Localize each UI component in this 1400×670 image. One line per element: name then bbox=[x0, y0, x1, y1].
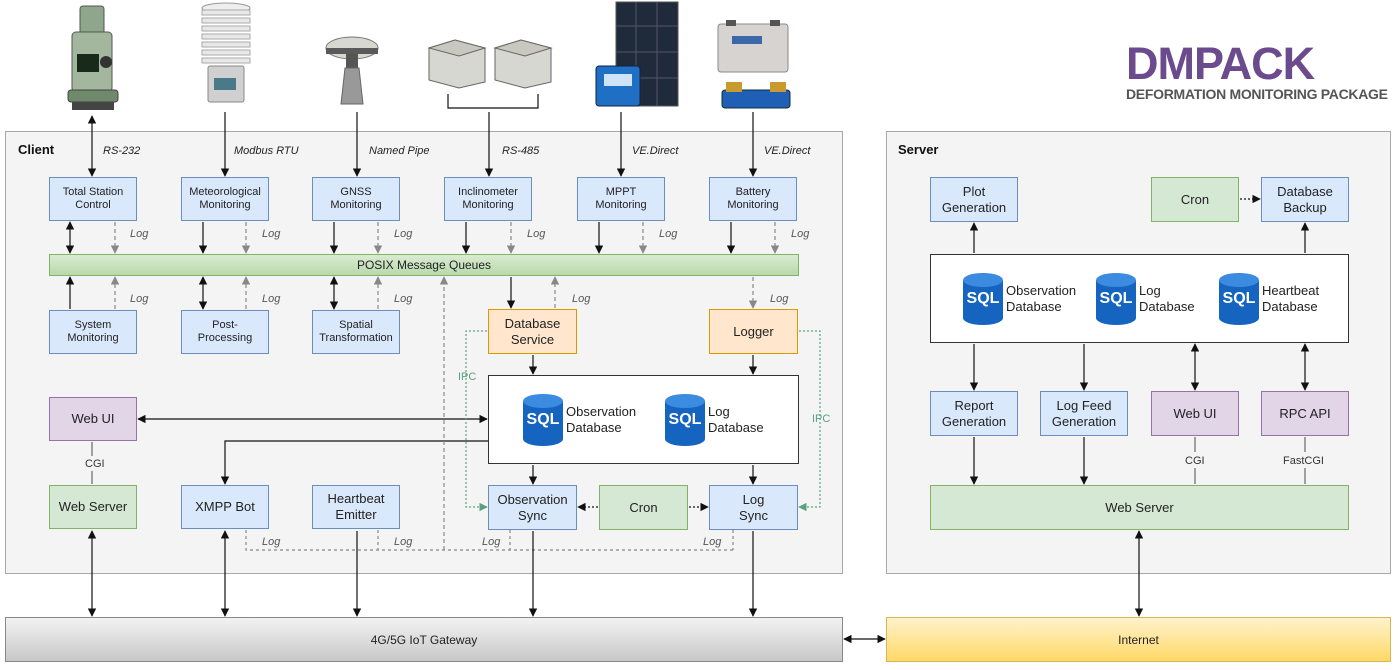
client-web-server-box[interactable]: Web Server bbox=[49, 485, 137, 529]
inclinometer-icon bbox=[427, 39, 553, 89]
sql-observation-database-icon bbox=[963, 273, 1003, 325]
battery-icon bbox=[717, 20, 791, 109]
sql-label: SQL bbox=[966, 290, 1000, 307]
log-label: Log bbox=[791, 228, 810, 240]
gnss-antenna-icon bbox=[325, 36, 379, 105]
sql-label: SQL bbox=[1099, 290, 1133, 307]
xmpp-bot-box[interactable]: XMPP Bot bbox=[181, 485, 269, 529]
client-title: Client bbox=[18, 142, 55, 157]
iot-gateway-bar: 4G/5G IoT Gateway bbox=[5, 617, 843, 662]
logger-box[interactable]: Logger bbox=[709, 309, 798, 354]
rpc-api-box[interactable]: RPC API bbox=[1261, 391, 1349, 436]
meteorological-monitoring-box[interactable]: Meteorological Monitoring bbox=[181, 177, 269, 221]
battery-monitoring-box[interactable]: Battery Monitoring bbox=[709, 177, 797, 221]
log-label: Log bbox=[394, 536, 413, 548]
log-label: Log bbox=[262, 536, 281, 548]
post-processing-box[interactable]: Post- Processing bbox=[181, 310, 269, 354]
client-panel bbox=[5, 131, 843, 574]
database-service-box[interactable]: Database Service bbox=[488, 309, 577, 354]
log-sync-box[interactable]: Log Sync bbox=[709, 485, 798, 530]
log-label: Log bbox=[527, 228, 546, 240]
server-cgi-label: CGI bbox=[1185, 455, 1205, 467]
server-web-server-box[interactable]: Web Server bbox=[930, 485, 1349, 530]
total-station-control-box[interactable]: Total Station Control bbox=[49, 177, 137, 221]
log-label: Log bbox=[572, 293, 591, 305]
log-label: Log bbox=[770, 293, 789, 305]
server-cron-box[interactable]: Cron bbox=[1151, 177, 1239, 222]
connector-line bbox=[220, 440, 488, 485]
gnss-monitoring-box[interactable]: GNSS Monitoring bbox=[312, 177, 400, 221]
spatial-transformation-box[interactable]: Spatial Transformation bbox=[312, 310, 400, 354]
iface-label-rs232: RS-232 bbox=[103, 145, 141, 157]
logo-title: DMPACK bbox=[1126, 38, 1315, 89]
ipc-label-right: IPC bbox=[812, 413, 831, 425]
log-feed-generation-box[interactable]: Log Feed Generation bbox=[1040, 391, 1128, 436]
iface-label-vedirect-mppt: VE.Direct bbox=[632, 145, 679, 157]
log-label: Log bbox=[130, 293, 149, 305]
database-backup-box[interactable]: Database Backup bbox=[1261, 177, 1349, 222]
log-label: Log bbox=[130, 228, 149, 240]
log-label: Log bbox=[262, 293, 281, 305]
sql-log-database-icon bbox=[665, 394, 705, 446]
observation-sync-box[interactable]: Observation Sync bbox=[488, 485, 577, 530]
server-log-db-label: Log Database bbox=[1139, 283, 1195, 314]
server-heartbeat-db-label: Heartbeat Database bbox=[1262, 283, 1320, 314]
log-label: Log bbox=[482, 536, 501, 548]
posix-message-queues-bar: POSIX Message Queues bbox=[49, 254, 799, 276]
connector-line bbox=[447, 94, 539, 109]
log-label: Log bbox=[262, 228, 281, 240]
log-label: Log bbox=[394, 293, 413, 305]
sql-heartbeat-database-icon bbox=[1219, 273, 1259, 325]
system-monitoring-box[interactable]: System Monitoring bbox=[49, 310, 137, 354]
iface-label-vedirect-battery: VE.Direct bbox=[764, 145, 811, 157]
iface-label-named-pipe: Named Pipe bbox=[369, 145, 430, 157]
iface-label-modbus: Modbus RTU bbox=[234, 145, 299, 157]
client-database-box bbox=[488, 375, 799, 464]
client-cron-box[interactable]: Cron bbox=[599, 485, 688, 530]
heartbeat-emitter-box[interactable]: Heartbeat Emitter bbox=[312, 485, 400, 529]
client-log-db-label: Log Database bbox=[708, 404, 764, 435]
report-generation-box[interactable]: Report Generation bbox=[930, 391, 1018, 436]
mppt-solar-icon bbox=[595, 1, 679, 107]
logo-subtitle: DEFORMATION MONITORING PACKAGE bbox=[1126, 86, 1388, 102]
sql-label: SQL bbox=[668, 411, 702, 428]
mppt-monitoring-box[interactable]: MPPT Monitoring bbox=[577, 177, 665, 221]
server-title: Server bbox=[898, 142, 939, 157]
client-cgi-label: CGI bbox=[85, 458, 105, 470]
server-web-ui-box[interactable]: Web UI bbox=[1151, 391, 1239, 436]
client-observation-db-label: Observation Database bbox=[566, 404, 637, 435]
ipc-label-left: IPC bbox=[458, 371, 477, 383]
total-station-icon bbox=[67, 5, 119, 110]
log-label: Log bbox=[659, 228, 678, 240]
connector-line bbox=[798, 330, 821, 512]
sql-observation-database-icon bbox=[523, 394, 563, 446]
server-observation-db-label: Observation Database bbox=[1006, 283, 1077, 314]
dmpack-logo: DMPACK DEFORMATION MONITORING PACKAGE bbox=[1126, 38, 1394, 102]
log-label: Log bbox=[703, 536, 722, 548]
weather-station-icon bbox=[201, 2, 251, 103]
fastcgi-label: FastCGI bbox=[1283, 455, 1324, 467]
client-web-ui-box[interactable]: Web UI bbox=[49, 397, 137, 441]
iface-label-rs485: RS-485 bbox=[502, 145, 540, 157]
inclinometer-monitoring-box[interactable]: Inclinometer Monitoring bbox=[444, 177, 532, 221]
log-label: Log bbox=[394, 228, 413, 240]
internet-bar: Internet bbox=[886, 617, 1391, 662]
connector-line bbox=[465, 330, 488, 512]
sql-log-database-icon bbox=[1096, 273, 1136, 325]
sql-label: SQL bbox=[526, 411, 560, 428]
plot-generation-box[interactable]: Plot Generation bbox=[930, 177, 1018, 222]
connector-line bbox=[245, 530, 733, 551]
sql-label: SQL bbox=[1222, 290, 1256, 307]
